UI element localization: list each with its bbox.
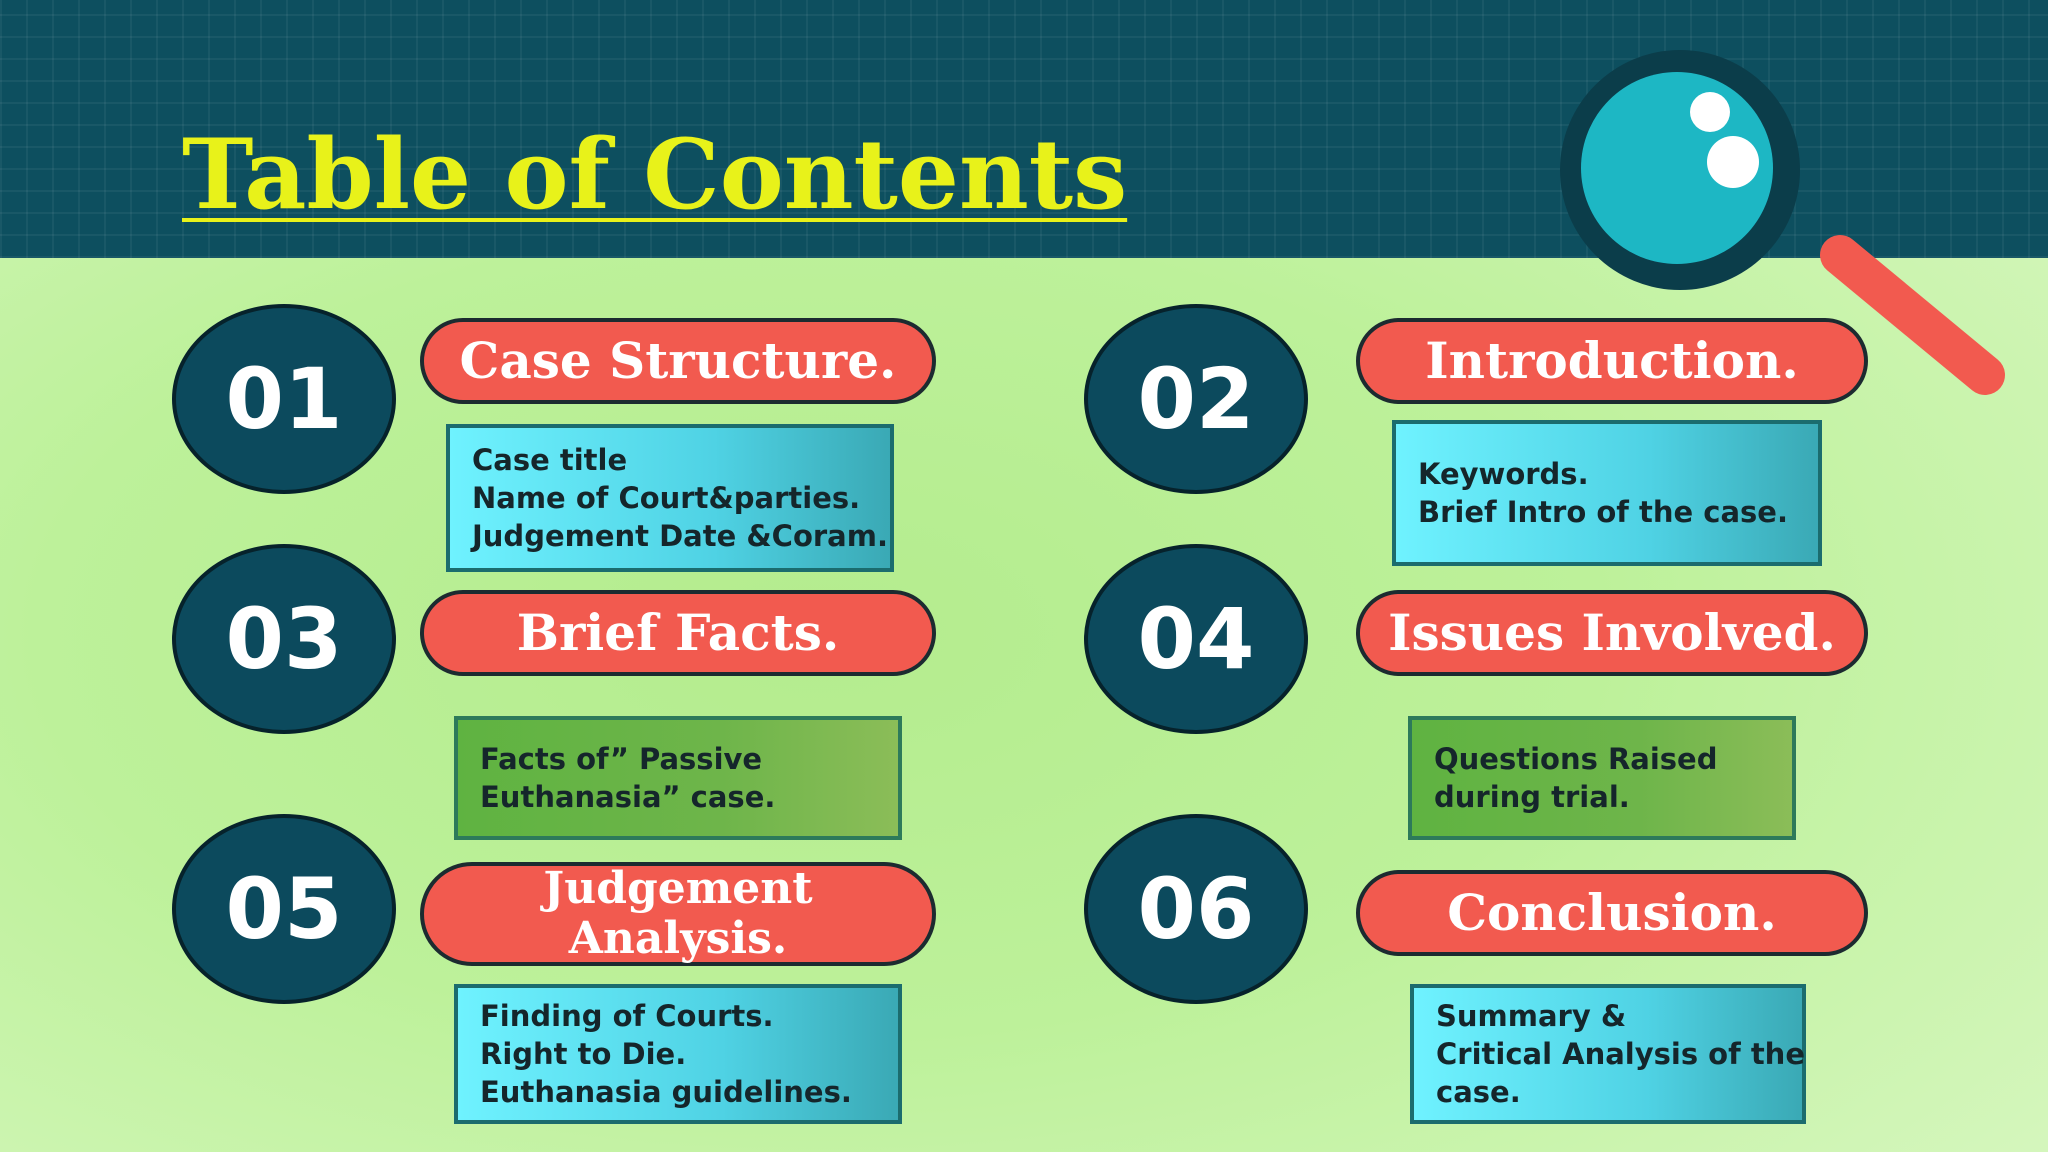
section-heading-text: Analysis.	[568, 913, 788, 964]
section-heading-issues-involved[interactable]: Issues Involved.	[1356, 590, 1868, 676]
page-title: Table of Contents	[182, 118, 1128, 231]
detail-line: Summary &	[1436, 999, 1627, 1033]
section-number-02: 02	[1084, 304, 1308, 494]
detail-line: Facts of” Passive	[480, 742, 763, 776]
section-number-06: 06	[1084, 814, 1308, 1004]
section-details-03: Facts of” Passive Euthanasia” case.	[454, 716, 902, 840]
section-details-06: Summary & Critical Analysis of the case.	[1410, 984, 1806, 1124]
section-details-02: Keywords. Brief Intro of the case.	[1392, 420, 1822, 566]
detail-line: case.	[1436, 1075, 1521, 1109]
section-number-05: 05	[172, 814, 396, 1004]
section-heading-judgement-analysis[interactable]: Judgement Analysis.	[420, 862, 936, 966]
section-heading-case-structure[interactable]: Case Structure.	[420, 318, 936, 404]
section-heading-brief-facts[interactable]: Brief Facts.	[420, 590, 936, 676]
section-heading-conclusion[interactable]: Conclusion.	[1356, 870, 1868, 956]
magnifying-glass-icon	[1560, 50, 2005, 395]
section-details-05: Finding of Courts. Right to Die. Euthana…	[454, 984, 902, 1124]
detail-line: Name of Court&parties.	[472, 481, 861, 515]
detail-line: Critical Analysis of the	[1436, 1037, 1805, 1071]
detail-line: Euthanasia” case.	[480, 780, 776, 814]
detail-line: Judgement Date &Coram.	[472, 519, 888, 553]
section-number-04: 04	[1084, 544, 1308, 734]
section-heading-text: Conclusion.	[1447, 883, 1777, 942]
detail-line: Right to Die.	[480, 1037, 687, 1071]
section-heading-text: Introduction.	[1425, 331, 1799, 390]
section-heading-text: Judgement	[543, 863, 813, 914]
section-details-04: Questions Raised during trial.	[1408, 716, 1796, 840]
section-number-03: 03	[172, 544, 396, 734]
detail-line: during trial.	[1434, 780, 1630, 814]
section-heading-text: Brief Facts.	[516, 603, 840, 662]
section-details-01: Case title Name of Court&parties. Judgem…	[446, 424, 894, 572]
detail-line: Brief Intro of the case.	[1418, 495, 1788, 529]
section-number-01: 01	[172, 304, 396, 494]
detail-line: Euthanasia guidelines.	[480, 1075, 852, 1109]
section-heading-text: Issues Involved.	[1388, 603, 1836, 662]
detail-line: Case title	[472, 443, 628, 477]
detail-line: Keywords.	[1418, 457, 1589, 491]
detail-line: Questions Raised	[1434, 742, 1718, 776]
section-heading-introduction[interactable]: Introduction.	[1356, 318, 1868, 404]
section-heading-text: Case Structure.	[459, 331, 897, 390]
detail-line: Finding of Courts.	[480, 999, 774, 1033]
